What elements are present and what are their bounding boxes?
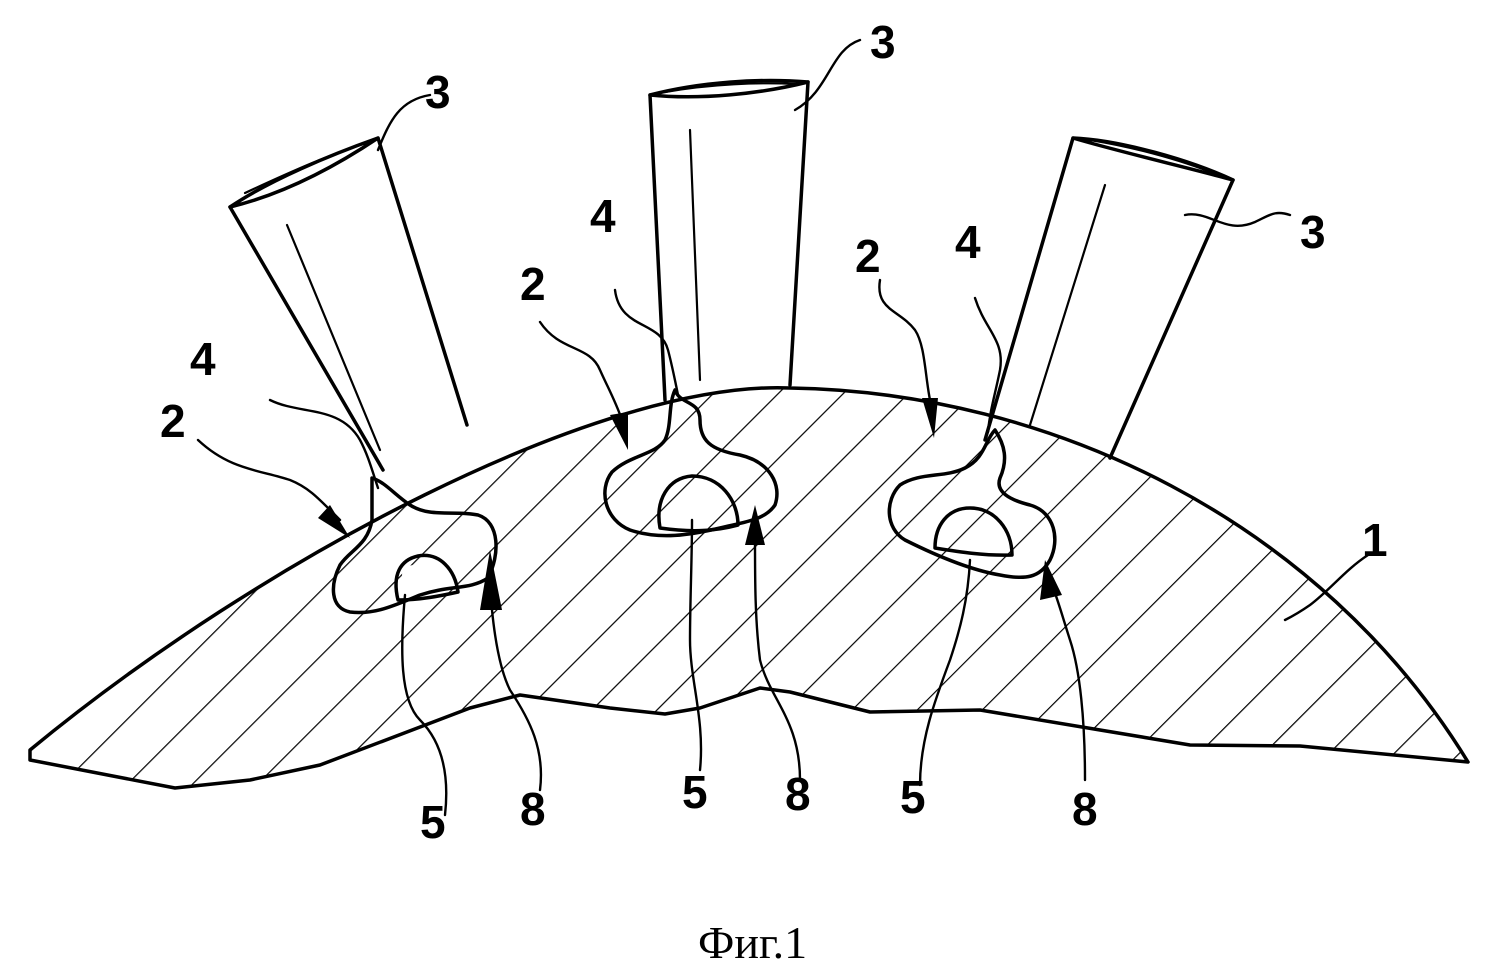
label-4-middle: 4 [590,190,616,242]
label-8-middle: 8 [785,768,811,820]
label-3-left: 3 [425,66,451,118]
label-3-right: 3 [1300,206,1326,258]
label-4-left: 4 [190,333,216,385]
disk-body [0,350,1492,810]
label-1: 1 [1362,514,1388,566]
label-2-left: 2 [160,395,186,447]
label-3-middle: 3 [870,16,896,68]
label-8-left: 8 [520,783,546,835]
figure-caption: Фиг.1 [698,917,807,968]
label-8-right: 8 [1072,783,1098,835]
blade-left [230,138,467,470]
label-2-middle: 2 [520,258,546,310]
label-5-right: 5 [900,771,926,823]
blade-middle [650,81,808,400]
label-4-right: 4 [955,216,981,268]
label-2-right: 2 [855,230,881,282]
label-5-middle: 5 [682,766,708,818]
blade-right [985,138,1233,458]
label-5-left: 5 [420,796,446,848]
